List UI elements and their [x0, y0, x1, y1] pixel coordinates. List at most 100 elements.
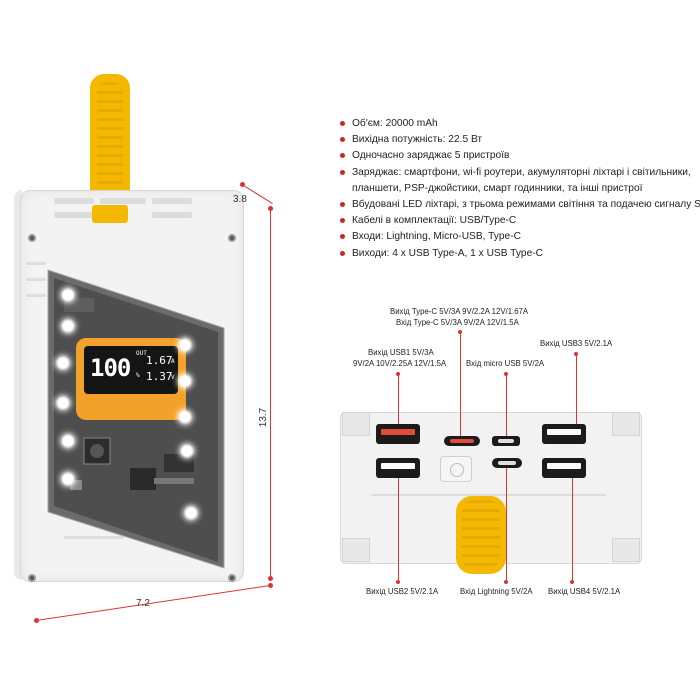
dim-line-width [35, 585, 270, 621]
spec-item-continued: планшети, PSP-джойстики, смарт годинники… [340, 181, 700, 197]
spec-item: Одночасно заряджає 5 пристроїв [340, 148, 700, 164]
label-usb3: Вихід USB3 5V/2.1A [540, 339, 613, 348]
spec-label: Одночасно заряджає 5 пристроїв [352, 150, 510, 162]
corner-tab [342, 412, 370, 436]
spec-label: планшети, PSP-джойстики, смарт годинники… [352, 182, 643, 194]
leader-end [570, 580, 574, 584]
label-usb4: Вихід USB4 5V/2.1A [548, 587, 621, 596]
bullet-dot [340, 137, 345, 143]
led-light [180, 340, 190, 350]
power-button-icon [450, 463, 464, 477]
battery-percent: 100 [90, 354, 131, 382]
label-micro-in: Вхід micro USB 5V/2A [466, 359, 545, 368]
screw [28, 234, 36, 242]
dim-depth-label: 3.8 [233, 194, 247, 205]
dim-endpoint [268, 583, 273, 588]
screw [228, 234, 236, 242]
bank-side-left [14, 190, 22, 580]
led-light [58, 358, 68, 368]
spec-item: Входи: Lightning, Micro-USB, Type-C [340, 229, 700, 245]
dim-width-label: 7.2 [136, 598, 150, 609]
led-light [63, 321, 73, 331]
spec-label: Кабелі в комплектації: USB/Type-C [352, 215, 517, 227]
panel-divider [372, 494, 606, 496]
vent-slot [100, 198, 146, 204]
spec-item: Кабелі в комплектації: USB/Type-C [340, 213, 700, 229]
dim-endpoint [268, 206, 273, 211]
led-light [63, 290, 73, 300]
label-typec-in: Вхід Type-C 5V/3A 9V/2A 12V/1.5A [396, 318, 519, 327]
body-rib [64, 536, 124, 539]
strap-texture [97, 82, 123, 202]
bullet-dot [340, 218, 345, 224]
bullet-dot [340, 153, 345, 159]
label-typec-out: Вихід Type-C 5V/3A 9V/2.2A 12V/1.67A [390, 307, 529, 316]
lcd-voltage-unit: V [171, 374, 175, 381]
vent-slot [54, 198, 94, 204]
label-usb2: Вихід USB2 5V/2.1A [366, 587, 439, 596]
lcd-out-label: OUT [136, 350, 147, 357]
dim-endpoint [268, 576, 273, 581]
spec-label: Вбудовані LED ліхтарі, з трьома режимами… [352, 199, 700, 211]
strap-texture [462, 500, 500, 570]
spec-item: Вихідна потужність: 22.5 Вт [340, 132, 700, 148]
lcd-percent-sign: % [136, 372, 140, 379]
vent-slot [152, 212, 192, 218]
corner-tab [612, 538, 640, 562]
vent-slot [54, 212, 94, 218]
led-light [186, 508, 196, 518]
spec-item: Вбудовані LED ліхтарі, з трьома режимами… [340, 197, 700, 213]
corner-tab [342, 538, 370, 562]
bullet-dot [340, 202, 345, 208]
spec-item: Заряджає: смартфони, wi-fi роутери, акум… [340, 165, 700, 181]
spec-item: Виходи: 4 x USB Type-A, 1 x USB Type-C [340, 246, 700, 262]
screw [28, 574, 36, 582]
usb2-port[interactable] [376, 458, 420, 478]
leader-end [504, 580, 508, 584]
usb4-port[interactable] [542, 458, 586, 478]
bullet-dot [340, 234, 345, 240]
screw [228, 574, 236, 582]
bullet-dot [340, 121, 345, 126]
lcd-screen [84, 346, 178, 394]
led-light [182, 446, 192, 456]
led-light [63, 474, 73, 484]
leader-line [576, 354, 577, 424]
spec-item: Об'єм: 20000 mAh [340, 116, 700, 132]
led-light [63, 436, 73, 446]
lightning-port[interactable] [492, 458, 522, 468]
led-light [180, 376, 190, 386]
spec-label: Виходи: 4 x USB Type-A, 1 x USB Type-C [352, 247, 543, 259]
lcd-voltage: 1.37 [146, 370, 173, 383]
body-rib [26, 262, 46, 265]
leader-line [460, 332, 461, 436]
micro-usb-port[interactable] [492, 436, 520, 446]
bullet-dot [340, 250, 345, 256]
label-usb1-line2: 9V/2A 10V/2.25A 12V/1.5A [353, 359, 447, 368]
spec-label: Вихідна потужність: 22.5 Вт [352, 134, 483, 146]
usb1-port[interactable] [376, 424, 420, 444]
leader-line [506, 468, 507, 582]
dim-height-label: 13.7 [258, 407, 270, 428]
type-c-port[interactable] [444, 436, 480, 446]
corner-tab [612, 412, 640, 436]
usb3-port[interactable] [542, 424, 586, 444]
led-light [180, 412, 190, 422]
power-button[interactable] [440, 456, 472, 482]
leader-line [572, 478, 573, 582]
leader-line [398, 374, 399, 424]
bullet-dot [340, 169, 345, 175]
label-usb1-line1: Вихід USB1 5V/3A [368, 348, 434, 357]
spec-label: Об'єм: 20000 mAh [352, 118, 438, 129]
dim-endpoint [240, 182, 245, 187]
led-light [58, 398, 68, 408]
vent-slot [152, 198, 192, 204]
spec-label: Входи: Lightning, Micro-USB, Type-C [352, 231, 521, 243]
leader-end [396, 580, 400, 584]
label-lightning: Вхід Lightning 5V/2A [460, 587, 533, 596]
dim-endpoint [34, 618, 39, 623]
spec-list: Об'єм: 20000 mAh Вихідна потужність: 22.… [340, 116, 700, 262]
body-rib [26, 278, 46, 281]
dim-line-height [270, 210, 271, 580]
strap-base [92, 205, 128, 223]
